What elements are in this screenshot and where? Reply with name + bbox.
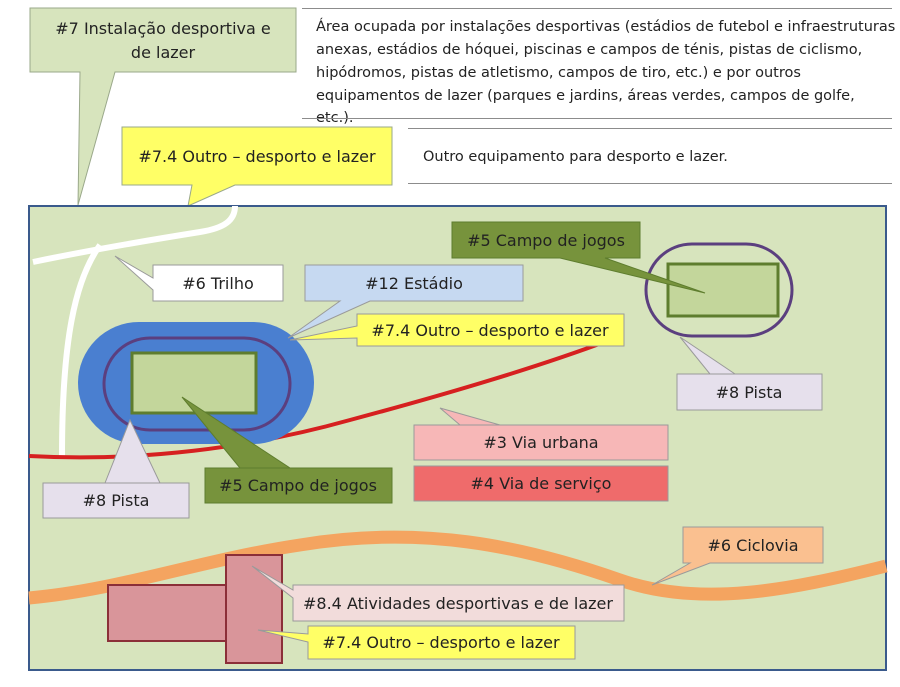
category-callout-shape xyxy=(29,7,297,206)
subcategory-bottom-rule xyxy=(408,183,892,184)
campo-jogos-top-label: #5 Campo de jogos xyxy=(467,231,625,250)
estadio-label: #12 Estádio xyxy=(365,274,463,293)
via-servico-label: #4 Via de serviço xyxy=(471,474,612,493)
outro-bottom-callout-shape xyxy=(257,625,576,660)
description-line-3: hipódromos, pistas de atletismo, campos … xyxy=(316,65,801,81)
description-bottom-rule xyxy=(302,118,892,119)
ciclovia-label: #6 Ciclovia xyxy=(707,536,798,555)
pista-right-callout-shape xyxy=(676,336,823,411)
subcategory-top-rule xyxy=(408,128,892,129)
campo-jogos-left-callout-shape xyxy=(181,396,393,504)
outro-top-label: #7.4 Outro – desporto e lazer xyxy=(371,321,609,340)
subcategory-description: Outro equipamento para desporto e lazer. xyxy=(423,149,728,165)
via-servico-callout-shape xyxy=(413,465,669,502)
category-description: Área ocupada por instalações desportivas… xyxy=(316,16,896,129)
atividades-label: #8.4 Atividades desportivas e de lazer xyxy=(303,594,613,613)
category-callout-line-1: #7 Instalação desportiva e xyxy=(55,19,270,38)
outro-bottom-label: #7.4 Outro – desporto e lazer xyxy=(322,633,560,652)
trail-branch xyxy=(59,243,103,457)
description-line-1: Área ocupada por instalações desportivas… xyxy=(316,19,896,35)
campo-jogos-left-label: #5 Campo de jogos xyxy=(219,476,377,495)
subcategory-callout-shape xyxy=(121,126,393,207)
trilho-label: #6 Trilho xyxy=(182,274,254,293)
trilho-callout-shape xyxy=(114,255,284,302)
pista-right-label: #8 Pista xyxy=(716,383,783,402)
description-top-rule xyxy=(302,8,892,9)
field-left-shape xyxy=(130,351,258,415)
outro-top-callout-shape xyxy=(289,313,625,347)
ciclovia-callout-shape xyxy=(651,526,824,586)
trail-path xyxy=(32,205,238,265)
pista-left-label: #8 Pista xyxy=(83,491,150,510)
cycleway-path xyxy=(28,530,888,605)
description-line-2: anexas, estádios de hóquei, piscinas e c… xyxy=(316,42,863,58)
campo-jogos-top-callout-shape xyxy=(451,221,706,294)
estadio-callout-shape xyxy=(287,264,524,339)
description-line-4: equipamentos de lazer (parques e jardins… xyxy=(316,88,855,126)
building-wing-shape xyxy=(107,584,227,642)
field-right-shape xyxy=(666,262,780,318)
track-right-shape xyxy=(644,242,794,338)
building-main-shape xyxy=(225,554,283,664)
pista-left-callout-shape xyxy=(42,418,190,519)
via-urbana-callout-shape xyxy=(413,407,669,461)
category-callout-line-2: de lazer xyxy=(131,43,196,62)
atividades-callout-shape xyxy=(251,565,625,622)
via-urbana-label: #3 Via urbana xyxy=(483,433,598,452)
track-left-shape xyxy=(102,336,292,432)
subcategory-callout-label: #7.4 Outro – desporto e lazer xyxy=(138,147,376,166)
